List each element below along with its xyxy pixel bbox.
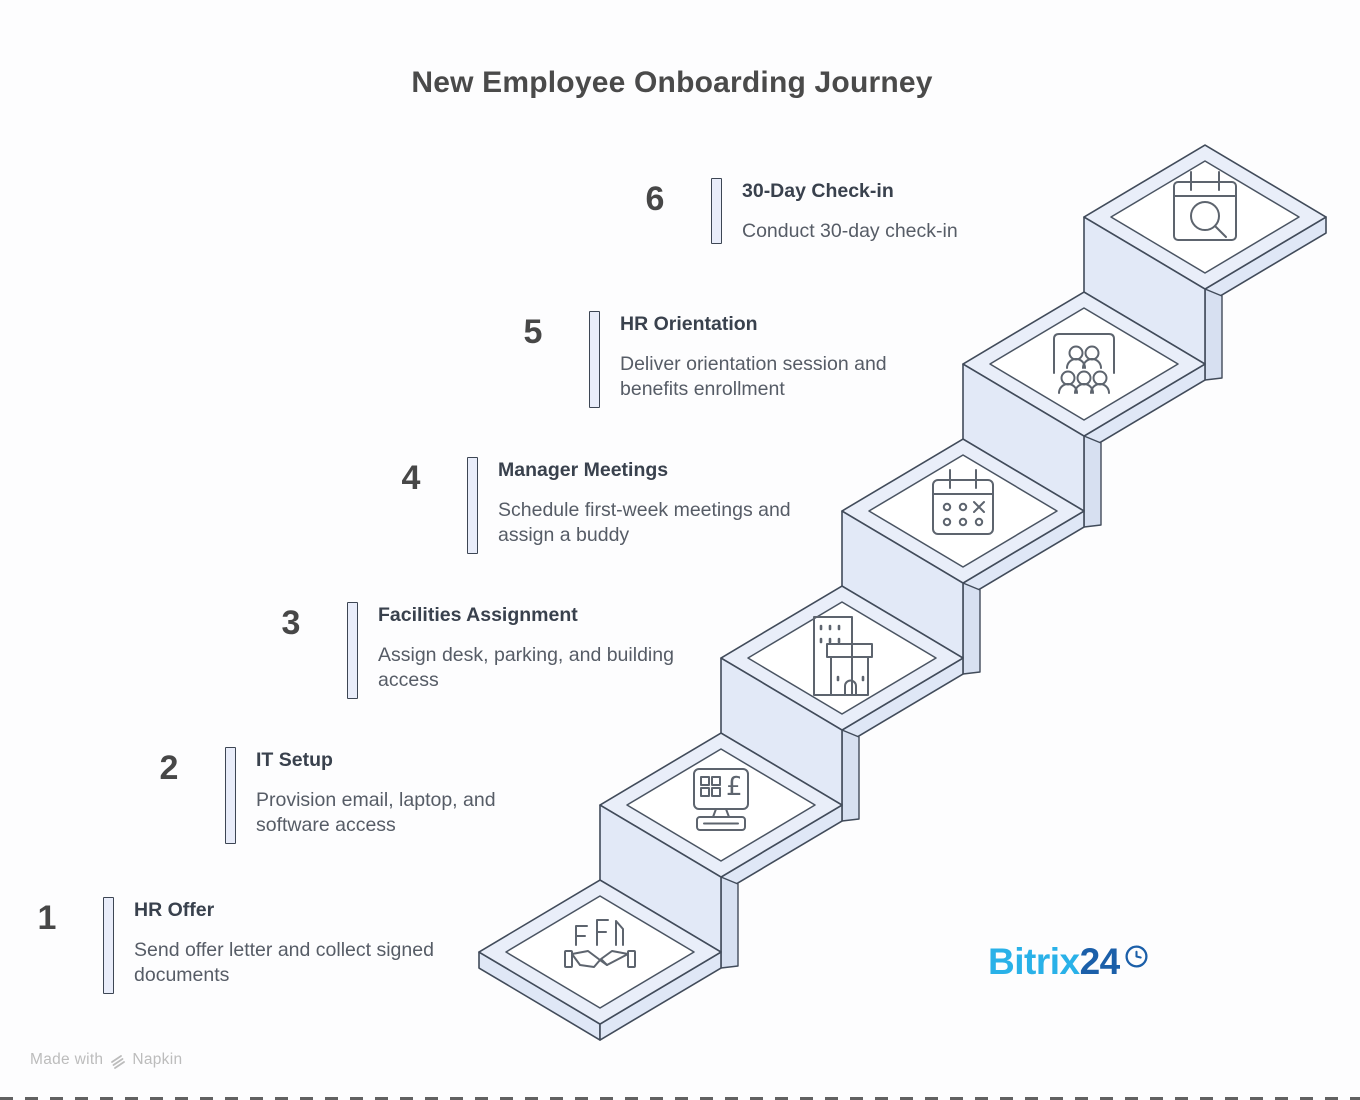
step-title: HR Offer	[134, 899, 215, 921]
step-number: 5	[523, 313, 543, 351]
bottom-edge-ticks	[0, 1097, 1360, 1100]
step-title: 30-Day Check-in	[742, 180, 894, 202]
platform-inner-face	[626, 748, 816, 862]
riser-side-6-5	[1204, 288, 1223, 381]
page-title: New Employee Onboarding Journey	[411, 66, 933, 99]
audience-icon	[1053, 333, 1115, 394]
platform-inner-face	[505, 895, 695, 1009]
step-description: Deliver orientation session and benefits…	[620, 353, 887, 400]
watermark-brand: Napkin	[132, 1051, 183, 1068]
computer-icon: £	[693, 768, 749, 831]
step-title: Facilities Assignment	[378, 604, 578, 626]
svg-text:£: £	[726, 772, 743, 802]
step-3-label: 3 Facilities Assignment Assign desk, par…	[276, 601, 708, 699]
building-icon	[813, 616, 873, 696]
step-accent-bar	[347, 602, 358, 699]
step-number: 3	[281, 604, 301, 642]
calendar-x-icon	[932, 469, 994, 535]
step-5-label: 5 HR Orientation Deliver orientation ses…	[518, 310, 920, 408]
step-4-label: 4 Manager Meetings Schedule first-week m…	[396, 456, 813, 554]
step-2-label: 2 IT Setup Provision email, laptop, and …	[154, 746, 526, 844]
step-title: HR Orientation	[620, 313, 758, 335]
riser-side-4-3	[962, 582, 981, 675]
step-title: IT Setup	[256, 749, 333, 771]
step-description: Conduct 30-day check-in	[742, 220, 958, 242]
step-accent-bar	[711, 178, 722, 244]
calendar-search-icon	[1173, 171, 1237, 241]
step-description: Send offer letter and collect signed doc…	[134, 939, 434, 986]
step-number: 6	[645, 180, 665, 218]
bitrix-logo-suffix: 24	[1079, 941, 1121, 982]
step-description: Schedule first-week meetings and assign …	[498, 499, 791, 546]
step-6-label: 6 30-Day Check-in Conduct 30-day check-i…	[640, 177, 958, 244]
riser-side-3-2	[841, 729, 860, 822]
step-description: Provision email, laptop, and software ac…	[256, 789, 496, 836]
step-accent-bar	[467, 457, 478, 554]
step-accent-bar	[589, 311, 600, 408]
platform-inner-face	[1110, 160, 1300, 274]
riser-side-5-4	[1083, 435, 1102, 528]
handshake-icon	[564, 919, 636, 968]
made-with-napkin-watermark: Made with Napkin	[30, 1051, 182, 1069]
step-number: 2	[159, 749, 179, 787]
step-accent-bar	[103, 897, 114, 994]
watermark-prefix: Made with	[30, 1051, 104, 1068]
step-accent-bar	[225, 747, 236, 844]
step-number: 4	[401, 459, 421, 497]
napkin-logo-icon	[111, 1055, 126, 1069]
step-description: Assign desk, parking, and building acces…	[378, 644, 674, 691]
step-title: Manager Meetings	[498, 459, 669, 481]
step-1-label: 1 HR Offer Send offer letter and collect…	[32, 896, 479, 994]
step-number: 1	[37, 899, 57, 937]
clock-icon	[1125, 945, 1148, 968]
bitrix-logo-text: Bitrix	[988, 941, 1080, 982]
step-1-platform	[478, 879, 722, 1041]
riser-side-2-1	[720, 876, 739, 969]
